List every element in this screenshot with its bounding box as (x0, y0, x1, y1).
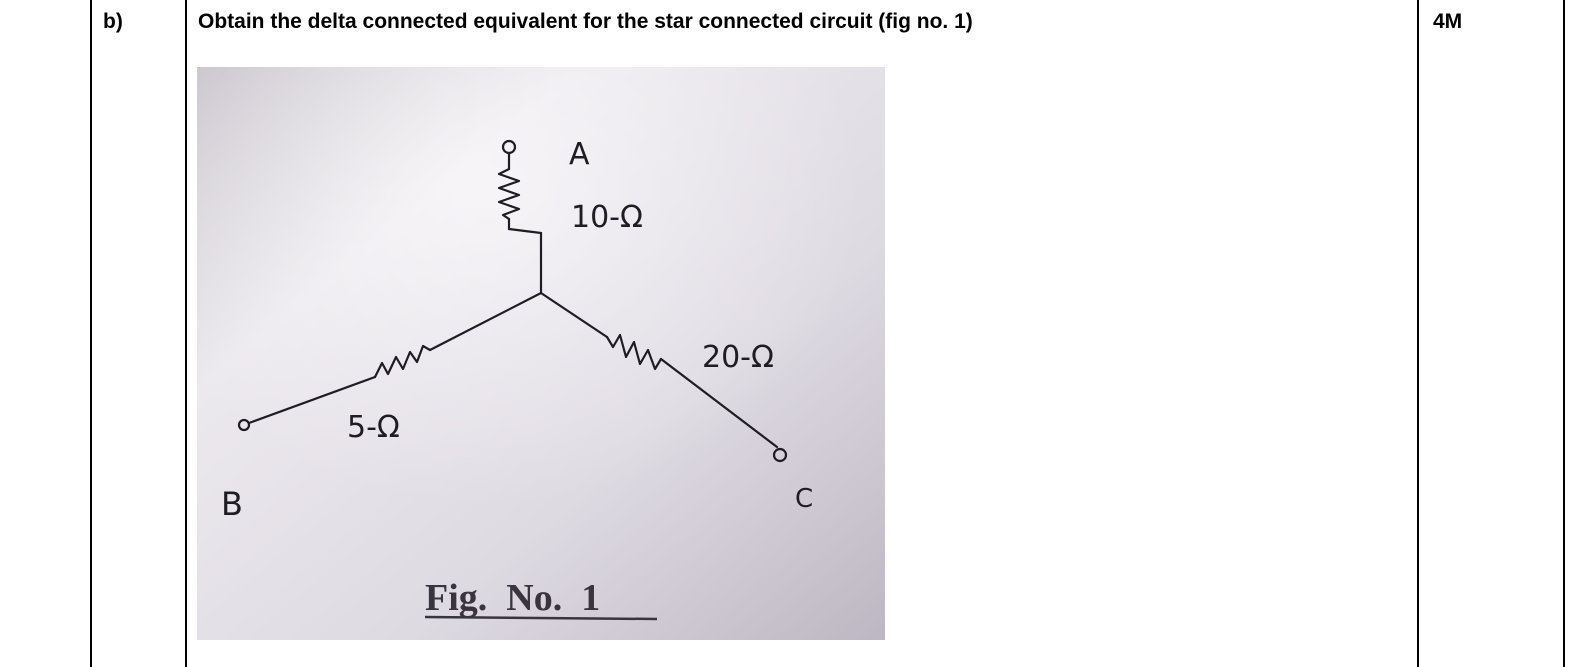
paper-highlight (197, 67, 885, 640)
table-border-left (90, 0, 92, 667)
wire-c-bottom (659, 357, 779, 449)
star-circuit-diagram: A 10-Ω 5-Ω 20-Ω B C Fig. No. 1 (197, 67, 885, 640)
wire-b-bottom (247, 375, 377, 425)
question-text: Obtain the delta connected equivalent fo… (198, 10, 973, 33)
node-a-label: A (569, 137, 590, 172)
question-marks: 4M (1433, 10, 1463, 33)
figure-caption: Fig. No. 1 (425, 577, 600, 619)
terminal-b (237, 418, 251, 432)
resistor-c-label: 20-Ω (702, 340, 774, 375)
resistor-a-label: 10-Ω (571, 200, 643, 235)
table-border-right (1563, 0, 1565, 667)
node-c-label: C (795, 484, 813, 514)
resistor-b (373, 344, 432, 379)
resistor-c (605, 333, 663, 371)
question-part-label: b) (103, 10, 123, 33)
caption-underline (424, 615, 658, 621)
table-column-divider (185, 0, 187, 667)
wire-a-bend (507, 227, 543, 235)
resistor-a (497, 167, 521, 221)
wire-b-top (428, 291, 543, 352)
terminal-c (772, 447, 788, 463)
table-column-divider (1417, 0, 1419, 667)
figure-photo: A 10-Ω 5-Ω 20-Ω B C Fig. No. 1 (197, 67, 885, 640)
resistor-b-label: 5-Ω (347, 410, 400, 445)
node-b-label: B (221, 485, 243, 523)
wire-c-top (539, 291, 609, 339)
